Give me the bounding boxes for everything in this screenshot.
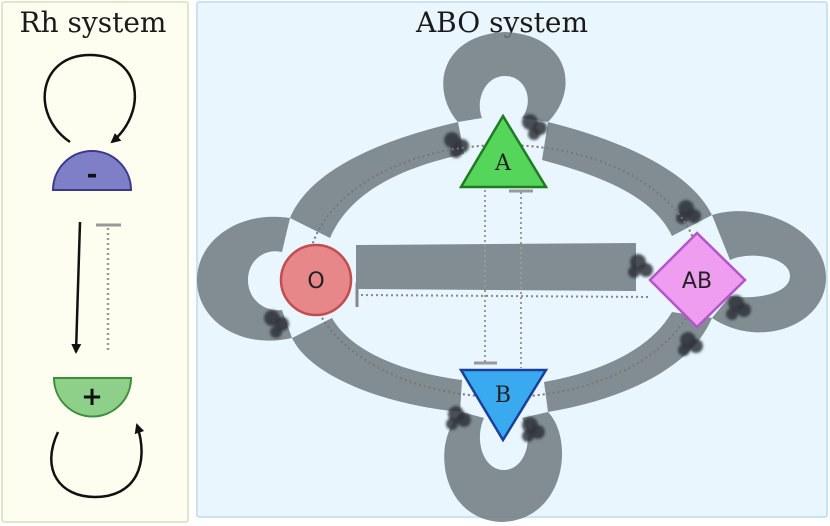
band-o-to-ab — [356, 243, 636, 291]
blob-near-ab-left — [628, 254, 653, 278]
blob-near-ab-bottom — [678, 332, 703, 356]
blob-near-ab-bottom-right — [726, 295, 751, 320]
abo-node-o: O — [279, 243, 353, 317]
abo-node-b-label: B — [495, 383, 511, 408]
abo-panel: ABO system — [196, 1, 828, 522]
rh-positive-label: + — [81, 382, 103, 412]
band-a-to-ab — [542, 122, 712, 236]
blob-near-a-right — [522, 114, 547, 140]
abo-node-ab: AB — [648, 231, 747, 329]
band-self-loop-o — [197, 216, 292, 341]
abo-node-b: B — [458, 368, 549, 443]
abo-inhibition-ab-to-o — [357, 294, 649, 298]
blob-near-o — [264, 310, 289, 338]
blob-near-b-right — [522, 417, 545, 442]
rh-positive-node: + — [52, 377, 133, 418]
abo-node-a: A — [458, 113, 549, 189]
band-b-to-o — [292, 318, 462, 412]
rh-panel-background — [1, 1, 189, 523]
blob-near-b-left — [446, 406, 471, 430]
rh-negative-node: - — [51, 150, 133, 191]
rh-panel: Rh system - + — [1, 1, 189, 523]
rh-negative-label: - — [87, 160, 98, 190]
rh-negative-to-positive-arrow — [71, 221, 82, 354]
band-self-loop-a — [443, 32, 566, 122]
rh-panel-title: Rh system — [20, 6, 167, 39]
abo-node-ab-label: AB — [682, 269, 712, 294]
abo-node-a-label: A — [494, 151, 512, 176]
abo-band-ends — [264, 114, 751, 442]
rh-positive-self-loop-arrow — [50, 423, 145, 499]
band-ab-to-b — [544, 312, 712, 412]
rh-negative-self-loop-arrow — [43, 53, 136, 144]
abo-node-o-label: O — [307, 269, 324, 294]
